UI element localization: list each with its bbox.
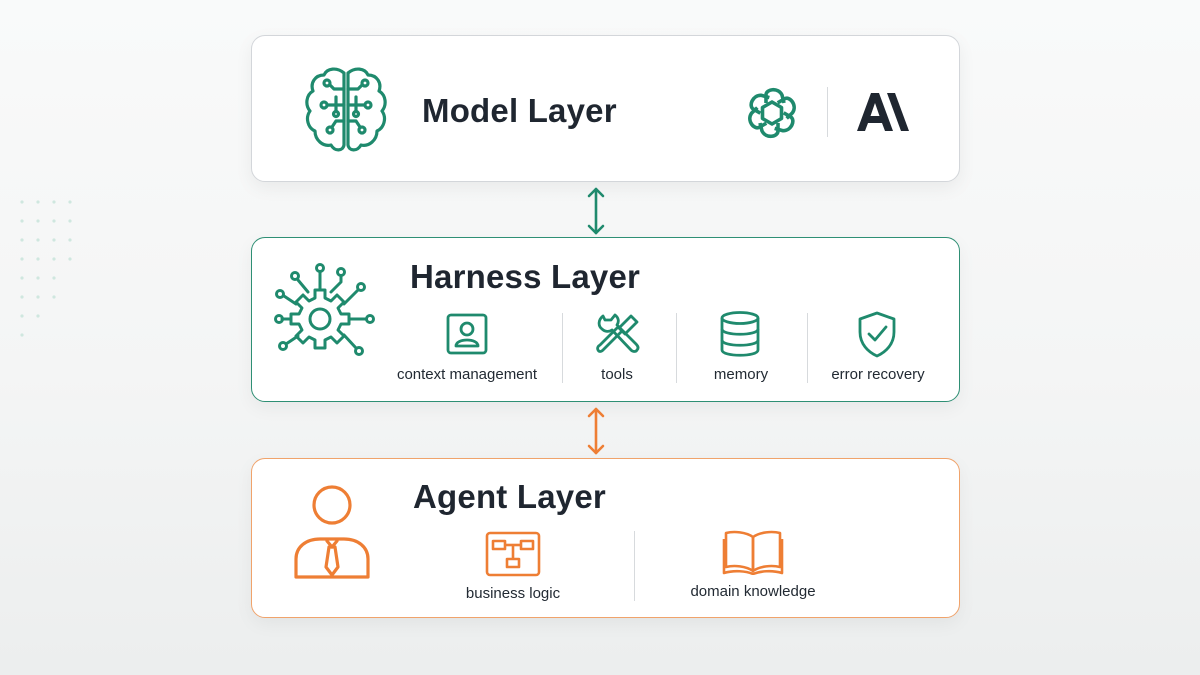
item-label-error-recovery: error recovery [831,366,925,383]
item-label-business-logic: business logic [465,585,561,602]
logo-divider [827,87,828,137]
harness-layer-card: Harness Layer context management tools m… [251,237,960,402]
item-label-memory: memory [713,366,769,383]
item-divider [634,531,635,601]
item-divider [676,313,677,383]
wrench-screwdriver-icon [596,313,640,353]
anthropic-logo [857,93,909,131]
bidirectional-arrow-orange [587,407,605,455]
model-layer-card: Model Layer [251,35,960,182]
openai-logo [748,87,796,139]
brain-icon [305,67,387,152]
gear-circuit-icon [274,263,375,356]
item-divider [562,313,563,383]
item-label-context-management: context management [396,366,538,383]
model-layer-title: Model Layer [422,92,617,129]
harness-layer-title: Harness Layer [410,258,641,295]
agent-layer-card: Agent Layer business logic domain knowle… [251,458,960,618]
shield-check-icon [858,311,896,358]
database-icon [720,311,760,357]
item-label-tools: tools [601,366,633,383]
agent-layer-title: Agent Layer [413,478,606,515]
decorative-dot-grid [20,200,72,337]
contact-card-icon [446,313,488,355]
open-book-icon [722,530,784,575]
item-divider [807,313,808,383]
flowchart-icon [485,531,541,577]
item-label-domain-knowledge: domain knowledge [690,583,816,600]
business-person-icon [294,485,370,579]
bidirectional-arrow-green [587,187,605,235]
